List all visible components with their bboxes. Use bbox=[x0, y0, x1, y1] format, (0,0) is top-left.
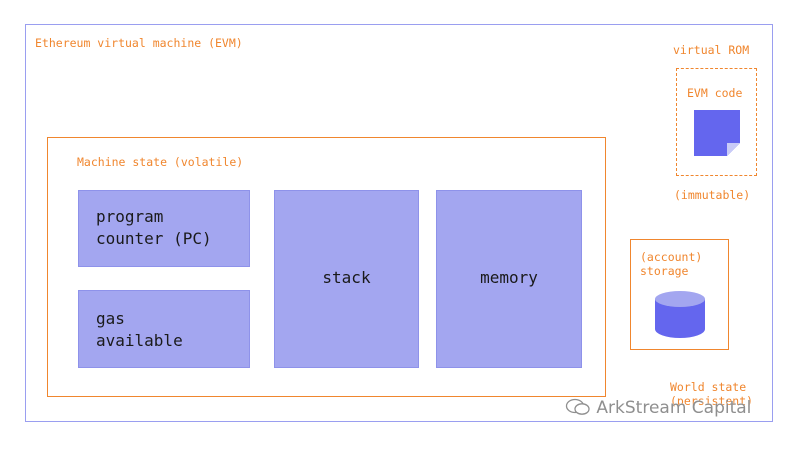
evm-frame bbox=[25, 24, 773, 422]
code-document-icon bbox=[694, 110, 740, 156]
database-icon bbox=[655, 291, 705, 338]
memory-box: memory bbox=[436, 190, 582, 368]
watermark-text: ArkStream Capital bbox=[596, 398, 752, 418]
memory-label: memory bbox=[480, 268, 538, 287]
machine-state-box bbox=[47, 137, 606, 397]
gas-label: gas available bbox=[96, 309, 183, 350]
wechat-icon bbox=[565, 398, 590, 415]
virtual-rom-label: virtual ROM bbox=[673, 43, 750, 57]
machine-state-label: Machine state (volatile) bbox=[77, 155, 244, 169]
watermark: ArkStream Capital bbox=[565, 398, 751, 418]
stack-box: stack bbox=[274, 190, 419, 368]
program-counter-box: program counter (PC) bbox=[78, 190, 250, 267]
immutable-label: (immutable) bbox=[674, 188, 751, 202]
evm-code-label: EVM code bbox=[687, 86, 743, 100]
stack-label: stack bbox=[322, 268, 371, 287]
storage-box bbox=[630, 239, 729, 350]
world-state-label: World state (persistent) bbox=[670, 380, 754, 408]
virtual-rom-box bbox=[676, 68, 757, 176]
gas-box: gas available bbox=[78, 290, 250, 368]
storage-label: (account) storage bbox=[640, 250, 703, 278]
evm-label: Ethereum virtual machine (EVM) bbox=[35, 36, 243, 50]
program-counter-label: program counter (PC) bbox=[96, 207, 212, 248]
